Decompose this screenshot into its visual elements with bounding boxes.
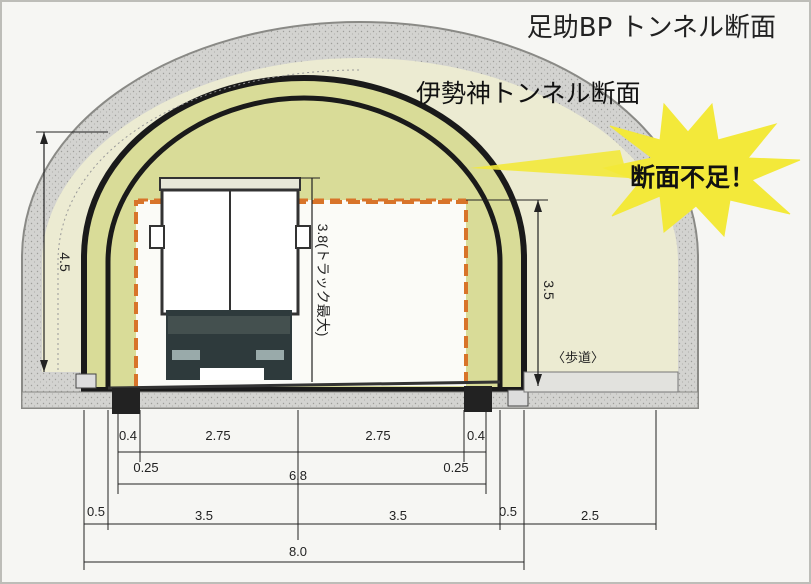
truck-figure	[149, 177, 311, 380]
dim-half-left: 3.5	[195, 508, 213, 523]
left-footing	[112, 388, 140, 414]
left-height-dimension	[36, 131, 108, 372]
dim-half-right: 3.5	[389, 508, 407, 523]
dim-shoulder-left: 0.25	[133, 460, 158, 475]
right-drain	[507, 389, 529, 407]
dim-sidewalk-width: 2.5	[581, 508, 599, 523]
left-drain	[75, 373, 97, 389]
dim-edge-right: 0.5	[499, 504, 517, 519]
right-height-label: 3.5	[541, 280, 557, 300]
dim-shoulder-right: 0.25	[443, 460, 468, 475]
dim-total-width: 8.0	[289, 544, 307, 559]
ise-tunnel-inner-line	[105, 95, 503, 388]
left-height-label: 4.5	[57, 252, 73, 272]
truck-height-dimension	[300, 177, 320, 382]
right-height-dimension	[466, 199, 548, 386]
warning-beam	[470, 150, 628, 178]
dim-lane-right: 2.75	[365, 428, 390, 443]
dim-gap-left: 0.4	[119, 428, 137, 443]
truck-height-label: 3.8(トラック最大)	[315, 224, 331, 337]
ise-tunnel-title: 伊勢神トンネル断面	[416, 79, 641, 108]
construction-gauge-dashed	[134, 200, 468, 386]
dimension-lines	[83, 410, 657, 570]
road-base	[21, 391, 699, 409]
dim-lane-left: 2.75	[205, 428, 230, 443]
insufficient-section-warning: 断面不足！	[630, 163, 755, 192]
dim-edge-left: 0.5	[87, 504, 105, 519]
dim-gap-right: 0.4	[467, 428, 485, 443]
road-surface-line	[107, 380, 501, 390]
warning-burst	[602, 102, 801, 238]
sidewalk-label: 〈歩道〉	[552, 350, 604, 365]
right-footing	[464, 386, 492, 412]
dim-roadway-total: 6.8	[289, 468, 307, 483]
sidewalk-slab	[523, 371, 679, 393]
bypass-tunnel-title: 足助BP トンネル断面	[527, 13, 776, 43]
